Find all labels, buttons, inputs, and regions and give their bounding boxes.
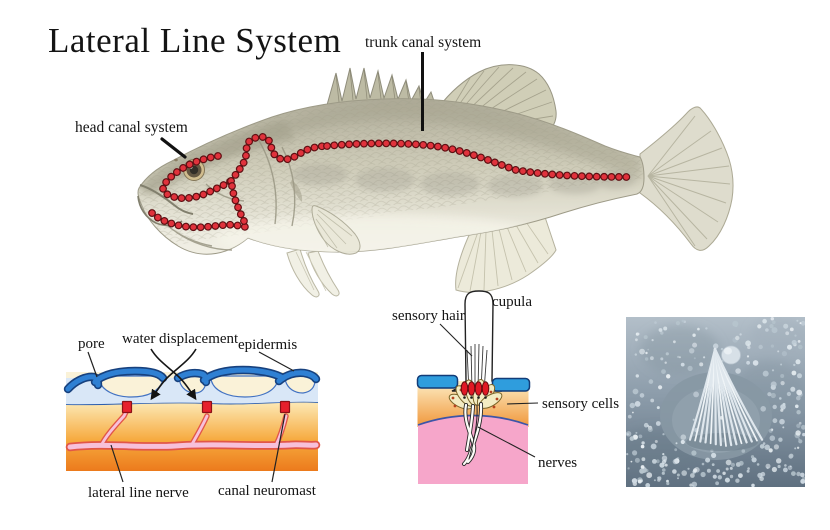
caudal-fin [639,106,734,251]
sensory-hair-cells [460,381,490,399]
tissue-domes [98,375,316,398]
cupula-shape [451,290,503,392]
microvilli-speckles [626,317,805,487]
sensory-cells-label: sensory cells [542,396,619,412]
pelvic-fins [286,248,340,298]
nostril [174,158,178,162]
sensory-hair-label: sensory hair [392,308,465,324]
sem-mottle [626,317,805,472]
trunk-canal-label: trunk canal system [365,34,481,51]
junction-zigzag-canal [228,134,330,184]
neuromast-detail-diagram [416,290,539,484]
nerve-fibres [462,402,484,466]
lateral-band-shading [292,164,635,197]
nerves-label: nerves [538,455,577,471]
sem-micrograph [626,317,805,487]
epidermis-label: epidermis [238,337,297,353]
mandibular-canal [149,210,249,230]
canal-dot-paths [148,132,636,232]
knob-highlight [724,347,732,355]
canal-neuromasts [121,400,291,414]
dorsal-shading [139,98,640,194]
stereocilia-bundle [688,347,764,447]
eye-wrap-canal [160,153,234,201]
page-title: Lateral Line System [48,21,341,60]
pore-label: pore [78,336,105,352]
canal-cross-section-diagram [63,348,321,483]
epidermis-layer [63,365,321,394]
opercle-flap [290,180,303,202]
canal-neuromast-label: canal neuromast [218,483,317,499]
preopercular-canal [229,183,250,229]
water-displacement-arrows [150,348,197,401]
water-displacement-label: water displacement [122,331,239,347]
lateral-line-nerve-label: lateral line nerve [88,485,189,501]
canal-wall [416,374,531,392]
anal-fin [455,216,557,293]
neuromast-leaders [439,323,539,458]
trunk-canal [324,140,635,180]
cupula-label: cupula [492,294,532,310]
cross-section-leaders [87,351,295,483]
pectoral-fin [311,205,361,255]
head-canal-label: head canal system [75,119,188,136]
dermis-layer [66,402,318,471]
head-label-leader [160,137,187,159]
